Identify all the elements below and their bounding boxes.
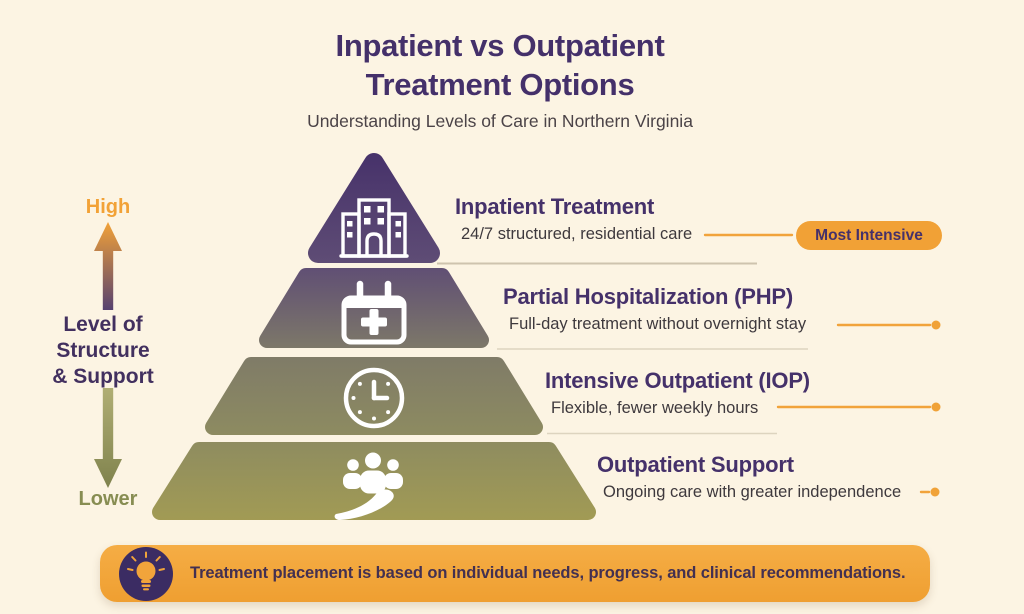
level-4-title: Outpatient Support [597, 452, 794, 477]
lightbulb-icon [119, 546, 173, 601]
level-2-description: Full-day treatment without overnight sta… [509, 315, 807, 333]
level-4-text: Outpatient Support Ongoing care with gre… [597, 452, 901, 502]
arrow-down-icon [94, 388, 122, 488]
connector-lines [703, 233, 932, 494]
level-3-description: Flexible, fewer weekly hours [551, 399, 759, 417]
page-subtitle: Understanding Levels of Care in Northern… [307, 111, 693, 131]
hospital-building-icon [339, 198, 409, 258]
most-intensive-badge: Most Intensive [796, 221, 942, 250]
arrow-up-icon [94, 222, 122, 310]
pyramid-level-1 [308, 153, 440, 263]
page-title: Inpatient vs Outpatient Treatment Option… [335, 28, 665, 102]
level-2-title: Partial Hospitalization (PHP) [503, 284, 794, 309]
level-1-text: Inpatient Treatment 24/7 structured, res… [455, 194, 692, 244]
calendar-medical-icon [341, 280, 407, 345]
footer-note: Treatment placement is based on individu… [190, 564, 906, 582]
axis-low-label: Lower [78, 488, 138, 510]
level-3-text: Intensive Outpatient (IOP) Flexible, few… [545, 368, 810, 418]
footer-banner: Treatment placement is based on individu… [100, 545, 930, 602]
axis-high-label: High [85, 196, 131, 218]
people-group-icon [334, 452, 403, 520]
level-4-description: Ongoing care with greater independence [603, 483, 902, 501]
axis-structure-label: Level of Structure & Support [52, 313, 154, 388]
level-1-description: 24/7 structured, residential care [461, 225, 693, 243]
connector-dots [930, 320, 941, 497]
clock-icon [343, 367, 405, 429]
level-1-title: Inpatient Treatment [455, 194, 655, 219]
header: Inpatient vs Outpatient Treatment Option… [0, 26, 1000, 132]
level-3-title: Intensive Outpatient (IOP) [545, 368, 810, 393]
level-2-text: Partial Hospitalization (PHP) Full-day t… [503, 284, 806, 334]
